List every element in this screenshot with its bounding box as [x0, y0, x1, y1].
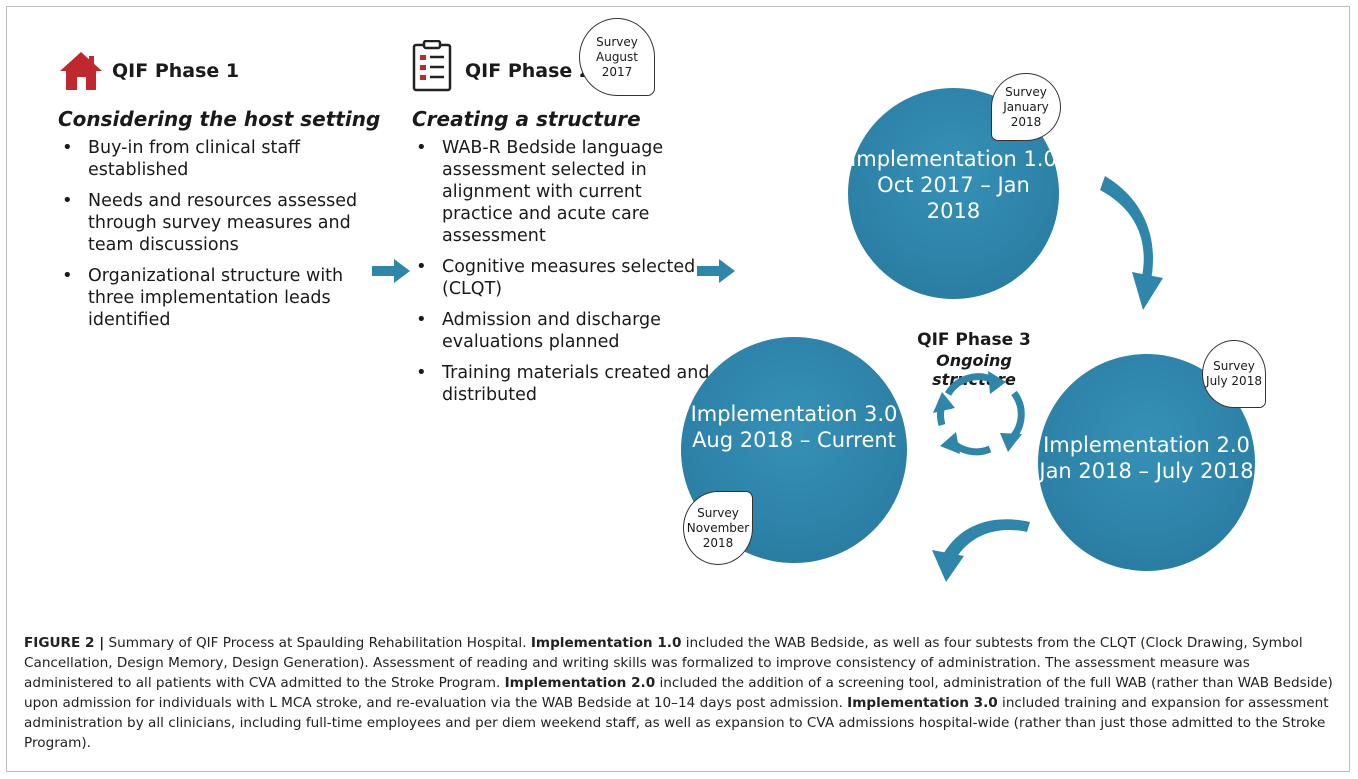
curved-arrow-icon — [932, 550, 964, 582]
phase2-subtitle: Creating a structure — [412, 107, 641, 131]
figure-caption: FIGURE 2 | Summary of QIF Process at Spa… — [24, 635, 1333, 751]
list-item: Cognitive measures selected (CLQT) — [412, 256, 712, 300]
figure-frame — [6, 6, 1350, 772]
caption-label: FIGURE 2 | — [24, 635, 105, 651]
implementation-3-dates: Aug 2018 – Current — [692, 428, 896, 452]
survey-bubble: Survey July 2018 — [1202, 340, 1266, 408]
phase2-bullet-list: WAB-R Bedside language assessment select… — [412, 137, 712, 415]
list-item: Buy-in from clinical staff established — [58, 137, 378, 181]
phase3-title: QIF Phase 3 — [917, 330, 1031, 350]
house-icon — [60, 52, 102, 90]
phase1-subtitle: Considering the host setting — [58, 107, 381, 131]
list-item: WAB-R Bedside language assessment select… — [412, 137, 712, 247]
list-item: Admission and discharge evaluations plan… — [412, 309, 712, 353]
arrow-right-icon — [372, 259, 410, 283]
implementation-1-dates: Oct 2017 – Jan 2018 — [877, 173, 1030, 223]
list-item: Organizational structure with three impl… — [58, 265, 378, 331]
phase1-title: QIF Phase 1 — [112, 60, 240, 82]
implementation-3-name: Implementation 3.0 — [690, 402, 898, 426]
implementation-1-name: Implementation 1.0 — [850, 147, 1057, 171]
phase1-bullet-list: Buy-in from clinical staff established N… — [58, 137, 378, 340]
cycle-arrows — [932, 176, 1163, 582]
survey-bubble: Survey January 2018 — [991, 73, 1061, 141]
arrow-right-icon — [697, 259, 735, 283]
list-item: Needs and resources assessed through sur… — [58, 190, 378, 256]
curved-arrow-icon — [1132, 272, 1163, 310]
clipboard-checklist-icon — [412, 40, 452, 92]
implementation-1-circle: Implementation 1.0 Oct 2017 – Jan 2018 — [848, 88, 1059, 299]
implementation-2-dates: Jan 2018 – July 2018 — [1039, 459, 1254, 483]
phase2-title: QIF Phase 2 — [465, 60, 593, 82]
curved-arrow-icon — [1100, 176, 1153, 285]
survey-bubble: Survey November 2018 — [683, 491, 753, 565]
list-item: Training materials created and distribut… — [412, 362, 712, 406]
survey-bubble: Survey August 2017 — [579, 18, 655, 96]
implementation-2-name: Implementation 2.0 — [1043, 433, 1250, 457]
